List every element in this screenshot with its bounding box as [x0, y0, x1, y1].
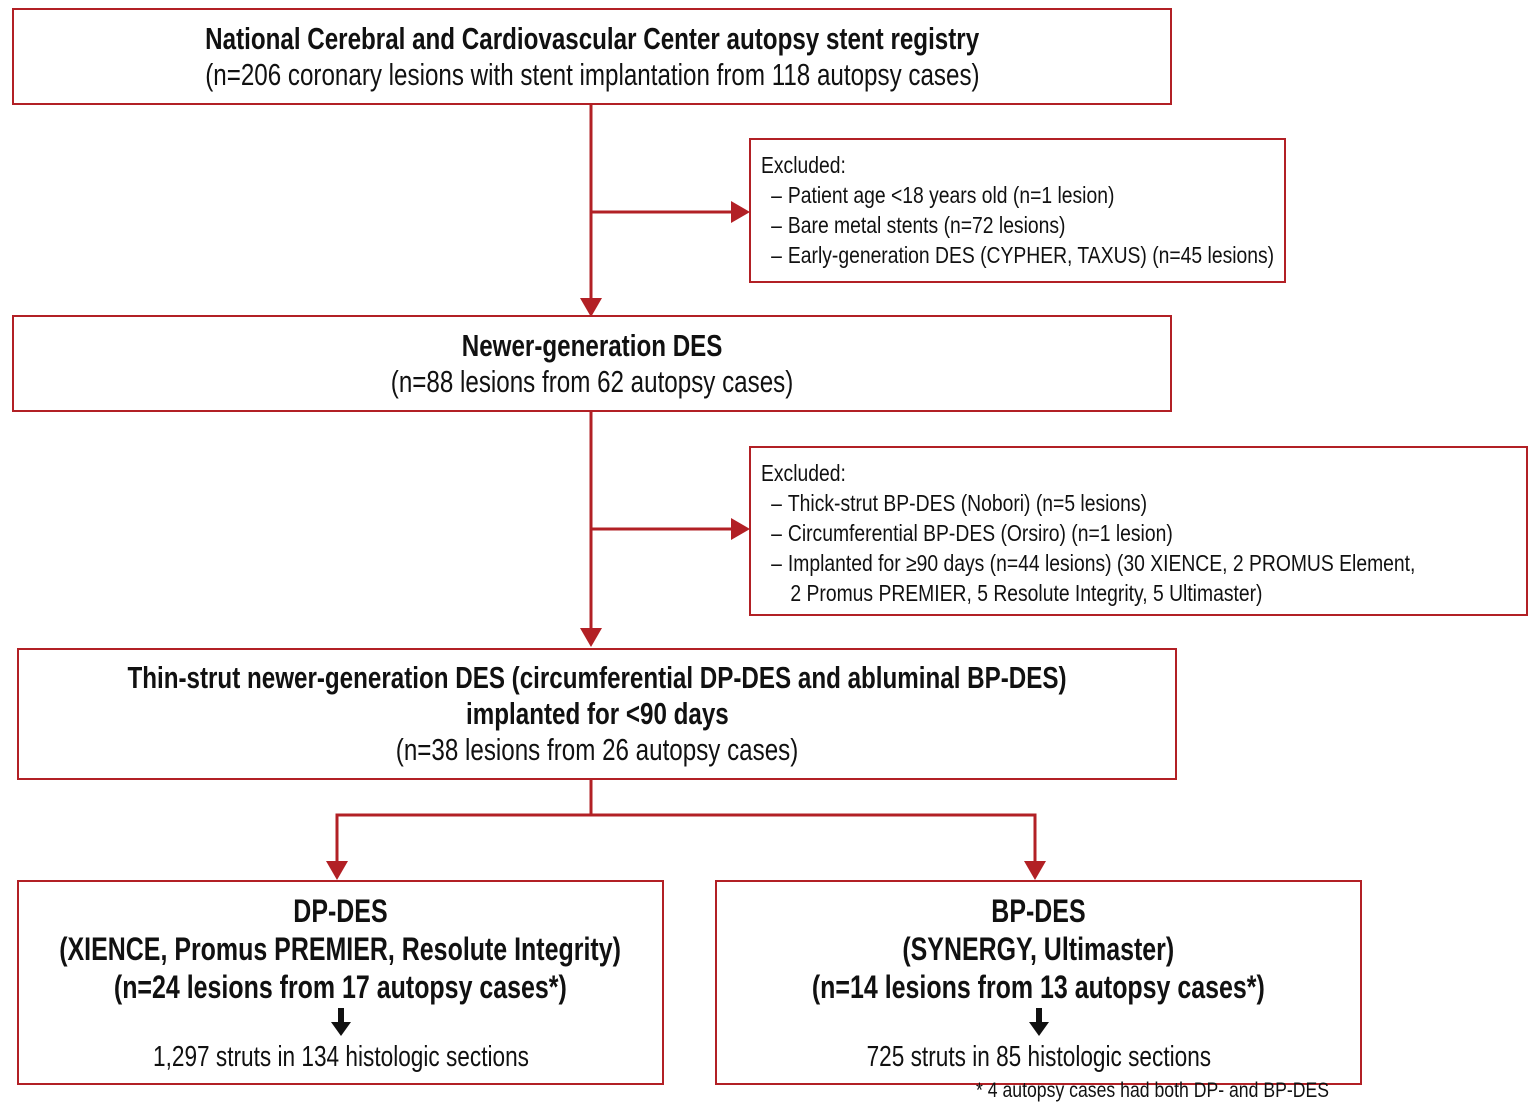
dp-des-struts: 1,297 struts in 134 histologic sections: [152, 1040, 529, 1073]
exclusion-2-continuation: 2 Promus PREMIER, 5 Resolute Integrity, …: [790, 580, 1263, 606]
registry-subtitle: (n=206 coronary lesions with stent impla…: [204, 56, 980, 92]
exclusion-1-item: –Bare metal stents (n=72 lesions): [771, 212, 1066, 238]
thin-strut-subtitle: (n=38 lesions from 26 autopsy cases): [395, 732, 799, 767]
exclusion-2-item: –Thick-strut BP-DES (Nobori) (n=5 lesion…: [771, 490, 1148, 516]
footnote: * 4 autopsy cases had both DP- and BP-DE…: [976, 1079, 1330, 1102]
exclusion-1-item: –Early-generation DES (CYPHER, TAXUS) (n…: [771, 242, 1275, 268]
dp-des-devices: (XIENCE, Promus PREMIER, Resolute Integr…: [59, 930, 622, 967]
exclusion-1-heading: Excluded:: [761, 152, 846, 178]
bp-des-devices: (SYNERGY, Ultimaster): [902, 930, 1175, 967]
down-arrow-icon: [1028, 1007, 1049, 1036]
bp-des-title: BP-DES: [991, 892, 1086, 929]
newer-generation-subtitle: (n=88 lesions from 62 autopsy cases): [390, 363, 794, 399]
dp-des-title: DP-DES: [293, 892, 388, 929]
registry-box: National Cerebral and Cardiovascular Cen…: [12, 8, 1172, 105]
bp-des-box: BP-DES (SYNERGY, Ultimaster) (n=14 lesio…: [715, 880, 1362, 1085]
exclusion-1-item: –Patient age <18 years old (n=1 lesion): [771, 182, 1115, 208]
dp-des-count: (n=24 lesions from 17 autopsy cases*): [114, 968, 567, 1005]
arrowhead-exclusion-1: [731, 201, 750, 223]
thin-strut-box: Thin-strut newer-generation DES (circumf…: [17, 648, 1177, 780]
arrowhead-dp-des: [326, 861, 348, 880]
arrowhead-newer: [580, 298, 602, 317]
exclusion-2-item: –Circumferential BP-DES (Orsiro) (n=1 le…: [771, 520, 1173, 546]
exclusion-2-item: –Implanted for ≥90 days (n=44 lesions) (…: [771, 550, 1416, 576]
bp-des-count: (n=14 lesions from 13 autopsy cases*): [812, 968, 1265, 1005]
arrowhead-thin: [580, 628, 602, 647]
down-arrow-icon: [330, 1007, 351, 1036]
exclusion-box-1: Excluded: –Patient age <18 years old (n=…: [749, 138, 1286, 283]
thin-strut-line-1: Thin-strut newer-generation DES (circumf…: [127, 660, 1067, 695]
thin-strut-line-2: implanted for <90 days: [465, 696, 729, 731]
dp-des-box: DP-DES (XIENCE, Promus PREMIER, Resolute…: [17, 880, 664, 1085]
exclusion-box-2: Excluded: –Thick-strut BP-DES (Nobori) (…: [749, 446, 1528, 616]
arrowhead-exclusion-2: [731, 518, 750, 540]
arrowhead-bp-des: [1024, 861, 1046, 880]
registry-title: National Cerebral and Cardiovascular Cen…: [204, 20, 980, 56]
exclusion-2-heading: Excluded:: [761, 460, 846, 486]
bp-des-struts: 725 struts in 85 histologic sections: [866, 1040, 1211, 1073]
connector-split: [335, 813, 1037, 865]
newer-generation-box: Newer-generation DES (n=88 lesions from …: [12, 315, 1172, 412]
newer-generation-title: Newer-generation DES: [461, 327, 723, 363]
